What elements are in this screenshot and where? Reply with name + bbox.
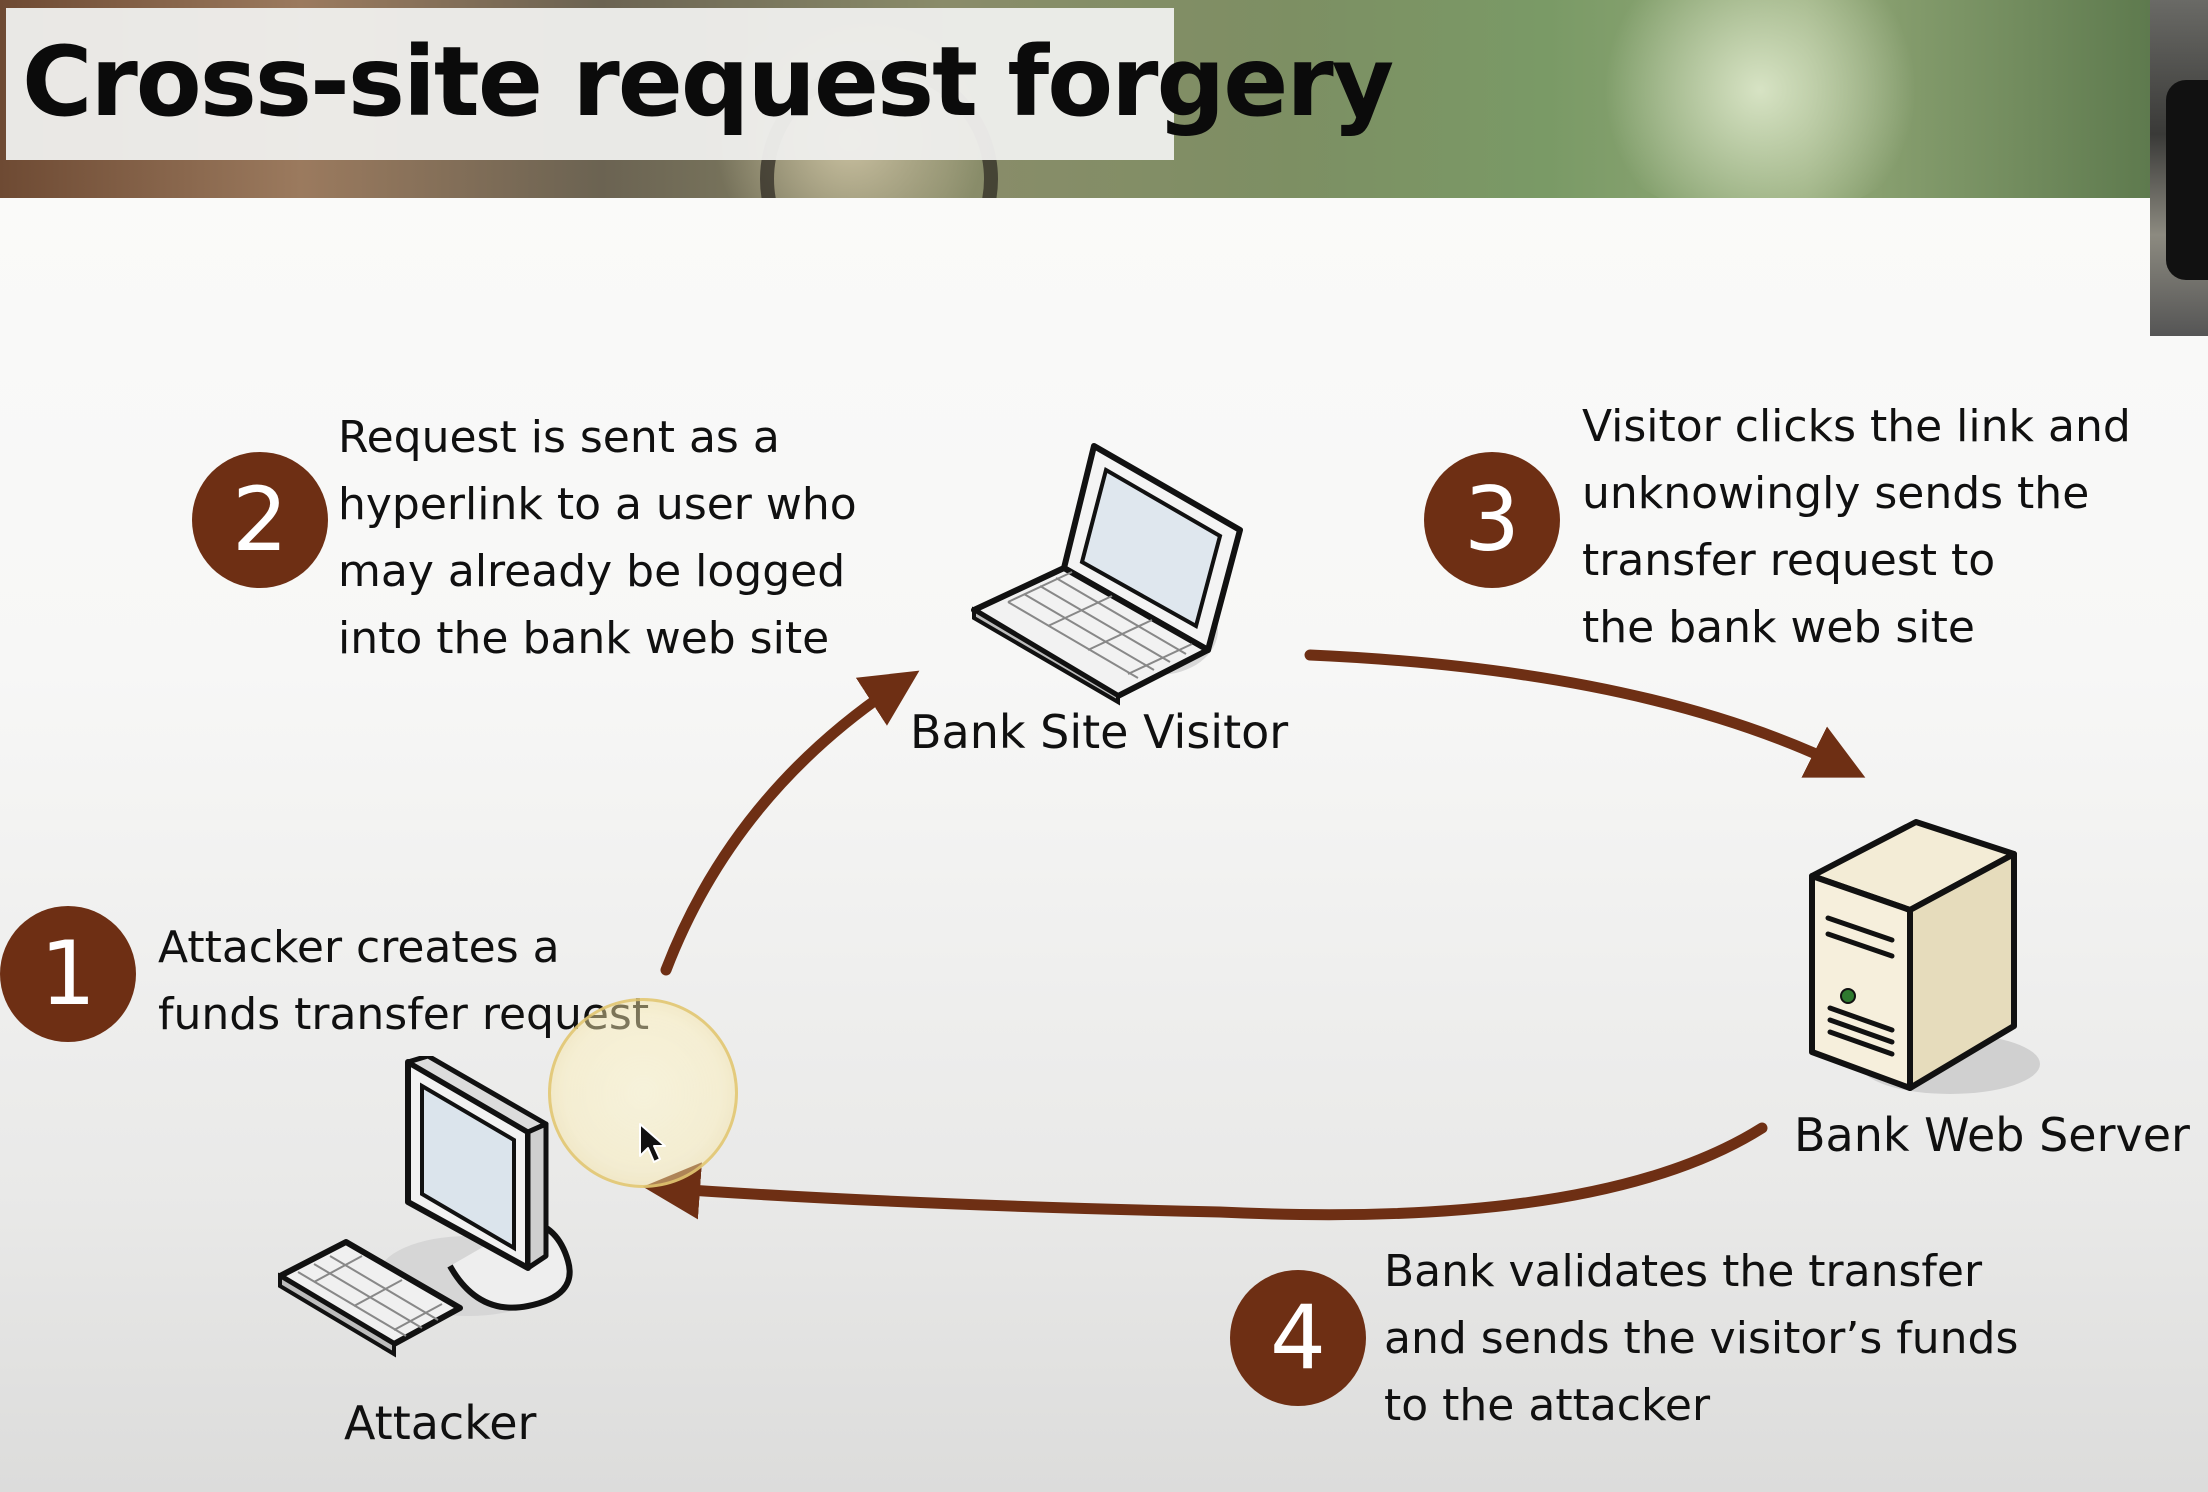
step-2-badge: 2 [192, 452, 328, 588]
step-3-line: unknowingly sends the [1582, 468, 2090, 519]
arrow-visitor-to-server [1304, 649, 1866, 778]
step-2-line: may already be logged [338, 546, 846, 597]
step-1-badge: 1 [0, 906, 136, 1042]
presenter-video-thumbnail [2150, 0, 2208, 336]
step-2-line: hyperlink to a user who [338, 479, 857, 530]
step-3-text: Visitor clicks the link and unknowingly … [1582, 393, 2131, 661]
step-3-line: Visitor clicks the link and [1582, 401, 2131, 452]
slide-title: Cross-site request forgery [22, 26, 1394, 138]
step-1-line: Attacker creates a [158, 922, 560, 973]
laptop-icon [971, 443, 1243, 706]
step-4-line: and sends the visitor’s funds [1384, 1313, 2019, 1364]
step-4-line: to the attacker [1384, 1380, 1711, 1431]
step-4-line: Bank validates the transfer [1384, 1246, 1983, 1297]
step-2-line: into the bank web site [338, 613, 830, 664]
desktop-computer-icon [278, 1056, 573, 1358]
cursor-highlight [548, 998, 738, 1188]
title-box: Cross-site request forgery [6, 8, 1394, 160]
step-2-text: Request is sent as a hyperlink to a user… [338, 404, 857, 672]
arrow-attacker-to-visitor [660, 670, 920, 976]
step-1-line: funds transfer request [158, 989, 650, 1040]
arrow-server-to-attacker [642, 1122, 1768, 1221]
server-icon [1809, 819, 2040, 1094]
attacker-label: Attacker [344, 1396, 537, 1450]
visitor-label: Bank Site Visitor [910, 705, 1289, 759]
step-3-line: the bank web site [1582, 602, 1975, 653]
step-4-badge: 4 [1230, 1270, 1366, 1406]
server-label: Bank Web Server [1794, 1108, 2190, 1162]
step-4-text: Bank validates the transfer and sends th… [1384, 1238, 2018, 1439]
step-3-badge: 3 [1424, 452, 1560, 588]
mouse-pointer-icon [639, 1123, 666, 1163]
step-3-line: transfer request to [1582, 535, 1996, 586]
step-1-text: Attacker creates a funds transfer reques… [158, 914, 649, 1048]
step-2-line: Request is sent as a [338, 412, 780, 463]
